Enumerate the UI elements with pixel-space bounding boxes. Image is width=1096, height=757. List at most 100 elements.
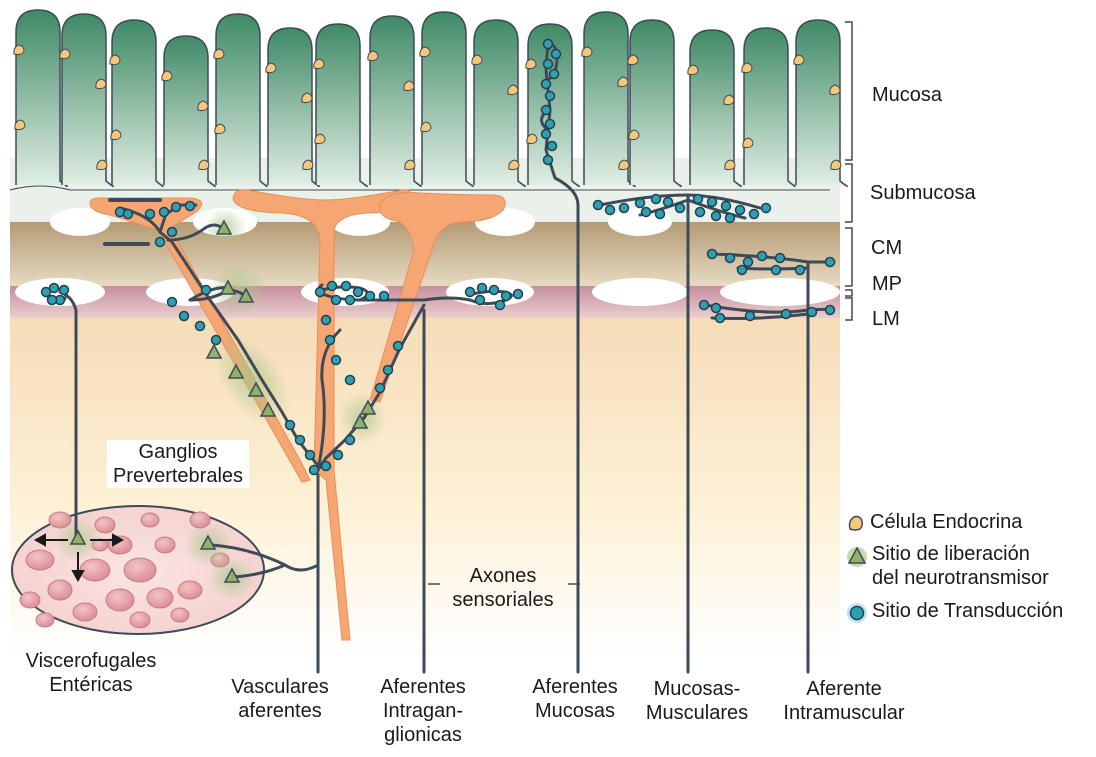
transduction-site bbox=[376, 384, 385, 393]
pathway-line1: Vasculares bbox=[231, 675, 328, 699]
legend-transduction-text: Sitio de Transducción bbox=[872, 599, 1063, 623]
transduction-site bbox=[544, 60, 553, 69]
transduction-site bbox=[782, 310, 791, 319]
layer-label-cm: CM bbox=[871, 236, 902, 260]
villus bbox=[62, 14, 113, 186]
transduction-site bbox=[548, 142, 557, 151]
ganglion-cell bbox=[141, 513, 159, 527]
pathway-label-intramuscular: Aferente Intramuscular bbox=[783, 677, 904, 725]
transduction-site bbox=[652, 195, 661, 204]
transduction-site bbox=[172, 203, 181, 212]
axons-label-line1: Axones bbox=[452, 564, 553, 588]
layer-label-submucosa: Submucosa bbox=[870, 181, 976, 205]
ganglia-label-line1: Ganglios bbox=[113, 440, 243, 464]
pathway-line1: Viscerofugales bbox=[26, 649, 157, 673]
transduction-site bbox=[550, 70, 559, 79]
pathway-line1: Mucosas- bbox=[646, 677, 748, 701]
pathway-line1: Aferentes bbox=[380, 675, 466, 699]
ganglion-cell bbox=[73, 603, 97, 621]
transduction-site bbox=[502, 292, 511, 301]
transduction-site bbox=[726, 254, 735, 263]
transduction-site bbox=[772, 266, 781, 275]
transduction-site bbox=[322, 462, 331, 471]
ganglion-cell bbox=[106, 589, 134, 611]
transduction-site bbox=[384, 366, 393, 375]
transduction-site bbox=[146, 210, 155, 219]
ganglion-cell bbox=[155, 537, 175, 553]
transduction-site bbox=[542, 130, 551, 139]
transduction-site bbox=[476, 296, 485, 305]
ganglion-cell bbox=[124, 558, 156, 582]
transduction-site bbox=[180, 312, 189, 321]
transduction-site bbox=[594, 201, 603, 210]
transduction-site bbox=[202, 286, 211, 295]
transduction-site bbox=[826, 258, 835, 267]
layer-brackets bbox=[845, 22, 852, 320]
transduction-site bbox=[620, 204, 629, 213]
transduction-site bbox=[296, 436, 305, 445]
transduction-site bbox=[716, 314, 725, 323]
transduction-site bbox=[160, 208, 169, 217]
transduction-site bbox=[332, 296, 341, 305]
transduction-site bbox=[544, 40, 553, 49]
transduction-site bbox=[394, 342, 403, 351]
transduction-site bbox=[762, 204, 771, 213]
transduction-site bbox=[334, 451, 343, 460]
endocrine-cell-icon bbox=[846, 513, 866, 533]
ganglion-cell bbox=[20, 592, 40, 608]
transduction-site bbox=[346, 436, 355, 445]
layer-label-lm: LM bbox=[872, 307, 900, 331]
transduction-site bbox=[656, 210, 665, 219]
transduction-site bbox=[326, 336, 335, 345]
transduction-site bbox=[346, 296, 355, 305]
transduction-site bbox=[490, 286, 499, 295]
villus bbox=[744, 28, 795, 186]
transduction-site bbox=[542, 80, 551, 89]
transduction-site bbox=[744, 258, 753, 267]
transduction-site bbox=[306, 451, 315, 460]
ganglion-cell bbox=[130, 612, 150, 628]
transduction-site bbox=[466, 288, 475, 297]
legend-release-text: Sitio de liberación del neurotransmisor bbox=[872, 542, 1049, 590]
villus bbox=[216, 14, 267, 186]
transduction-site bbox=[546, 120, 555, 129]
transduction-site bbox=[380, 292, 389, 301]
villus bbox=[16, 10, 67, 186]
pathway-line2: Intragan- bbox=[380, 699, 466, 723]
villus bbox=[316, 24, 367, 186]
transduction-site bbox=[750, 210, 759, 219]
transduction-site bbox=[212, 336, 221, 345]
transduction-site bbox=[700, 301, 709, 310]
transduction-site bbox=[712, 212, 721, 221]
transduction-site bbox=[542, 106, 551, 115]
pathway-label-mucosal-muscular: Mucosas- Musculares bbox=[646, 677, 748, 725]
legend-transduction: Sitio de Transducción bbox=[846, 599, 1063, 624]
transduction-site bbox=[478, 284, 487, 293]
transduction-site bbox=[696, 208, 705, 217]
transduction-site bbox=[722, 202, 731, 211]
transduction-site-icon bbox=[846, 602, 868, 624]
transduction-site bbox=[346, 376, 355, 385]
pathway-line2: Mucosas bbox=[532, 699, 618, 723]
transduction-site bbox=[310, 466, 319, 475]
pathway-line1: Aferentes bbox=[532, 675, 618, 699]
transduction-site bbox=[712, 304, 721, 313]
transduction-site bbox=[546, 92, 555, 101]
transduction-site bbox=[708, 250, 717, 259]
pathway-label-vascular: Vasculares aferentes bbox=[231, 675, 328, 723]
transduction-site bbox=[322, 316, 331, 325]
pathway-line2: Entéricas bbox=[26, 673, 157, 697]
transduction-site bbox=[156, 238, 165, 247]
transduction-site bbox=[196, 322, 205, 331]
pathway-label-mucosal: Aferentes Mucosas bbox=[532, 675, 618, 723]
transduction-site bbox=[694, 195, 703, 204]
transduction-site bbox=[776, 254, 785, 263]
pathway-line3: glionicas bbox=[380, 723, 466, 747]
transduction-site bbox=[796, 266, 805, 275]
transduction-site bbox=[168, 298, 177, 307]
transduction-site bbox=[50, 284, 59, 293]
transduction-site bbox=[514, 290, 523, 299]
legend-release-line2: del neurotransmisor bbox=[872, 566, 1049, 590]
transduction-site bbox=[676, 204, 685, 213]
